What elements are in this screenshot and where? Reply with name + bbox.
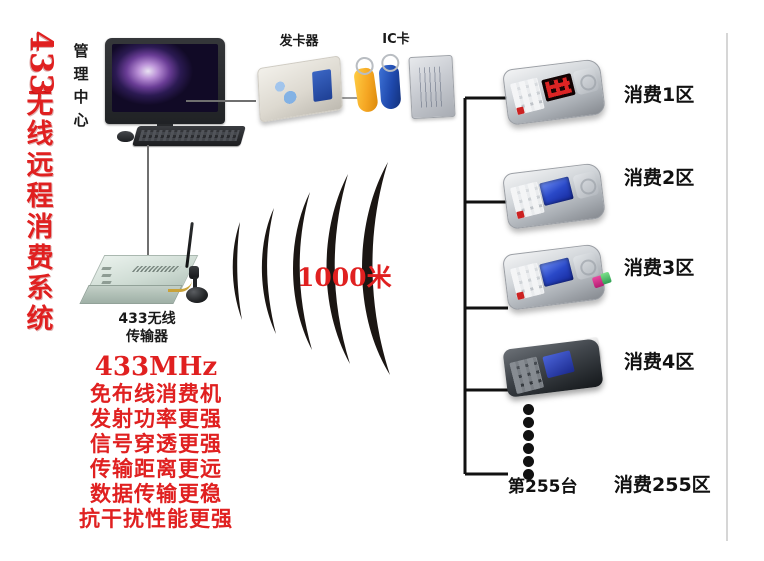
terminal-2-card-reader-icon xyxy=(572,170,600,200)
transmitter-label: 433无线 传输器 xyxy=(92,310,202,346)
monitor-body xyxy=(105,38,225,124)
system-title-char-5: 消 xyxy=(26,211,54,243)
antenna-cable xyxy=(168,280,192,292)
terminal-ellipsis-dots xyxy=(523,404,539,482)
ellipsis-dot-4 xyxy=(523,443,534,454)
keyboard-icon xyxy=(132,126,246,146)
wave-arc-2 xyxy=(261,208,276,334)
management-center-label-char-3: 中 xyxy=(73,88,89,106)
zone-label-2: 消费2区 xyxy=(624,167,695,189)
ellipsis-dot-5 xyxy=(523,456,534,467)
last-terminal-unit-label: 第255台 xyxy=(508,477,578,497)
wave-arc-1 xyxy=(232,222,242,320)
connector-issuer-to-card xyxy=(340,97,370,99)
antenna-base xyxy=(186,287,208,303)
zone-label-4: 消费4区 xyxy=(624,351,695,373)
terminal-2-display xyxy=(539,176,574,206)
system-title-vertical: 433 无 线 远 程 消 费 系 统 xyxy=(18,30,62,336)
transmitter-label-line2: 传输器 xyxy=(126,329,168,345)
management-center-label-char-1: 管 xyxy=(73,42,89,60)
feature-item-2: 发射功率更强 xyxy=(90,407,222,431)
management-center-computer xyxy=(95,38,246,148)
card-issuer-logo xyxy=(270,76,302,108)
zone-label-1: 消费1区 xyxy=(624,84,695,106)
management-center-label-char-4: 心 xyxy=(73,111,89,129)
feature-item-4: 传输距离更远 xyxy=(90,457,222,481)
terminal-3[interactable] xyxy=(501,243,625,311)
connector-computer-to-issuer xyxy=(186,100,256,102)
terminal-bus-bracket xyxy=(463,96,508,476)
terminal-4-keypad[interactable] xyxy=(509,356,545,395)
system-title-char-6: 费 xyxy=(26,242,54,274)
right-border-rule xyxy=(726,33,728,541)
terminal-3-display xyxy=(539,257,574,287)
wave-arc-4 xyxy=(326,174,350,364)
ic-card-rectangle xyxy=(408,54,456,120)
keyfob-yellow-icon xyxy=(353,66,379,114)
terminal-1-display xyxy=(541,73,576,102)
ellipsis-dot-2 xyxy=(523,417,534,428)
ic-card-group xyxy=(348,50,460,128)
terminal-2-body xyxy=(501,162,607,230)
feature-list: 433MHz 免布线消费机 发射功率更强 信号穿透更强 传输距离更远 数据传输更… xyxy=(36,352,276,532)
ellipsis-dot-1 xyxy=(523,404,534,415)
terminal-4-body xyxy=(502,338,604,398)
system-title-char-4: 程 xyxy=(26,181,54,213)
system-title-char-1: 无 xyxy=(26,88,54,120)
system-title-char-7: 系 xyxy=(26,273,54,305)
transmitter-port-2 xyxy=(101,274,112,277)
terminal-4[interactable] xyxy=(502,336,617,402)
terminal-1-keypad[interactable] xyxy=(509,77,545,116)
system-title-char-3: 远 xyxy=(26,150,54,182)
antenna-joint xyxy=(189,266,199,279)
feature-item-6: 抗干扰性能更强 xyxy=(79,507,233,531)
system-title-char-8: 统 xyxy=(26,304,54,336)
card-issuer-label: 发卡器 xyxy=(279,34,319,49)
keyfob-blue-icon xyxy=(378,64,402,110)
transmitter-port-3 xyxy=(101,281,112,284)
terminal-1-card-reader-icon xyxy=(572,66,600,96)
terminal-2[interactable] xyxy=(501,162,609,230)
system-title-char-2: 线 xyxy=(26,119,54,151)
transmitter-port-1 xyxy=(101,267,112,270)
card-issuer-slot xyxy=(312,68,333,103)
antenna-icon xyxy=(168,221,214,314)
wave-arc-5 xyxy=(362,162,390,375)
ellipsis-dot-6 xyxy=(523,469,534,480)
ellipsis-dot-3 xyxy=(523,430,534,441)
feature-item-3: 信号穿透更强 xyxy=(90,432,222,456)
mouse-icon xyxy=(117,131,134,142)
card-issuer-device xyxy=(257,55,344,123)
feature-item-1: 免布线消费机 xyxy=(90,382,222,406)
usb-drive-green-part xyxy=(599,271,612,285)
feature-item-5: 数据传输更稳 xyxy=(90,482,222,506)
transmitter-label-line1: 433无线 xyxy=(118,311,176,327)
antenna-stem xyxy=(193,277,197,291)
transmitter-label-strip xyxy=(131,266,182,272)
terminal-3-body xyxy=(501,243,607,311)
zone-label-255: 消费255区 xyxy=(614,474,711,496)
radio-wave-arcs xyxy=(232,162,390,375)
card-issuer-body xyxy=(257,55,343,123)
wireless-distance-label: 1000米 xyxy=(297,263,392,292)
antenna-rod xyxy=(185,221,194,269)
wave-arc-3 xyxy=(293,192,312,350)
management-center-label-char-2: 理 xyxy=(73,65,89,83)
zone-label-3: 消费3区 xyxy=(624,257,695,279)
feature-frequency: 433MHz xyxy=(94,352,218,382)
terminal-4-display xyxy=(542,350,575,379)
system-title-number: 433 xyxy=(22,30,59,96)
management-center-label: 管 理 中 心 xyxy=(70,40,92,132)
terminal-1[interactable] xyxy=(501,58,609,126)
ic-card-label: IC卡 xyxy=(382,32,410,47)
connector-computer-to-transmitter xyxy=(147,145,149,265)
terminal-1-body xyxy=(501,58,607,126)
